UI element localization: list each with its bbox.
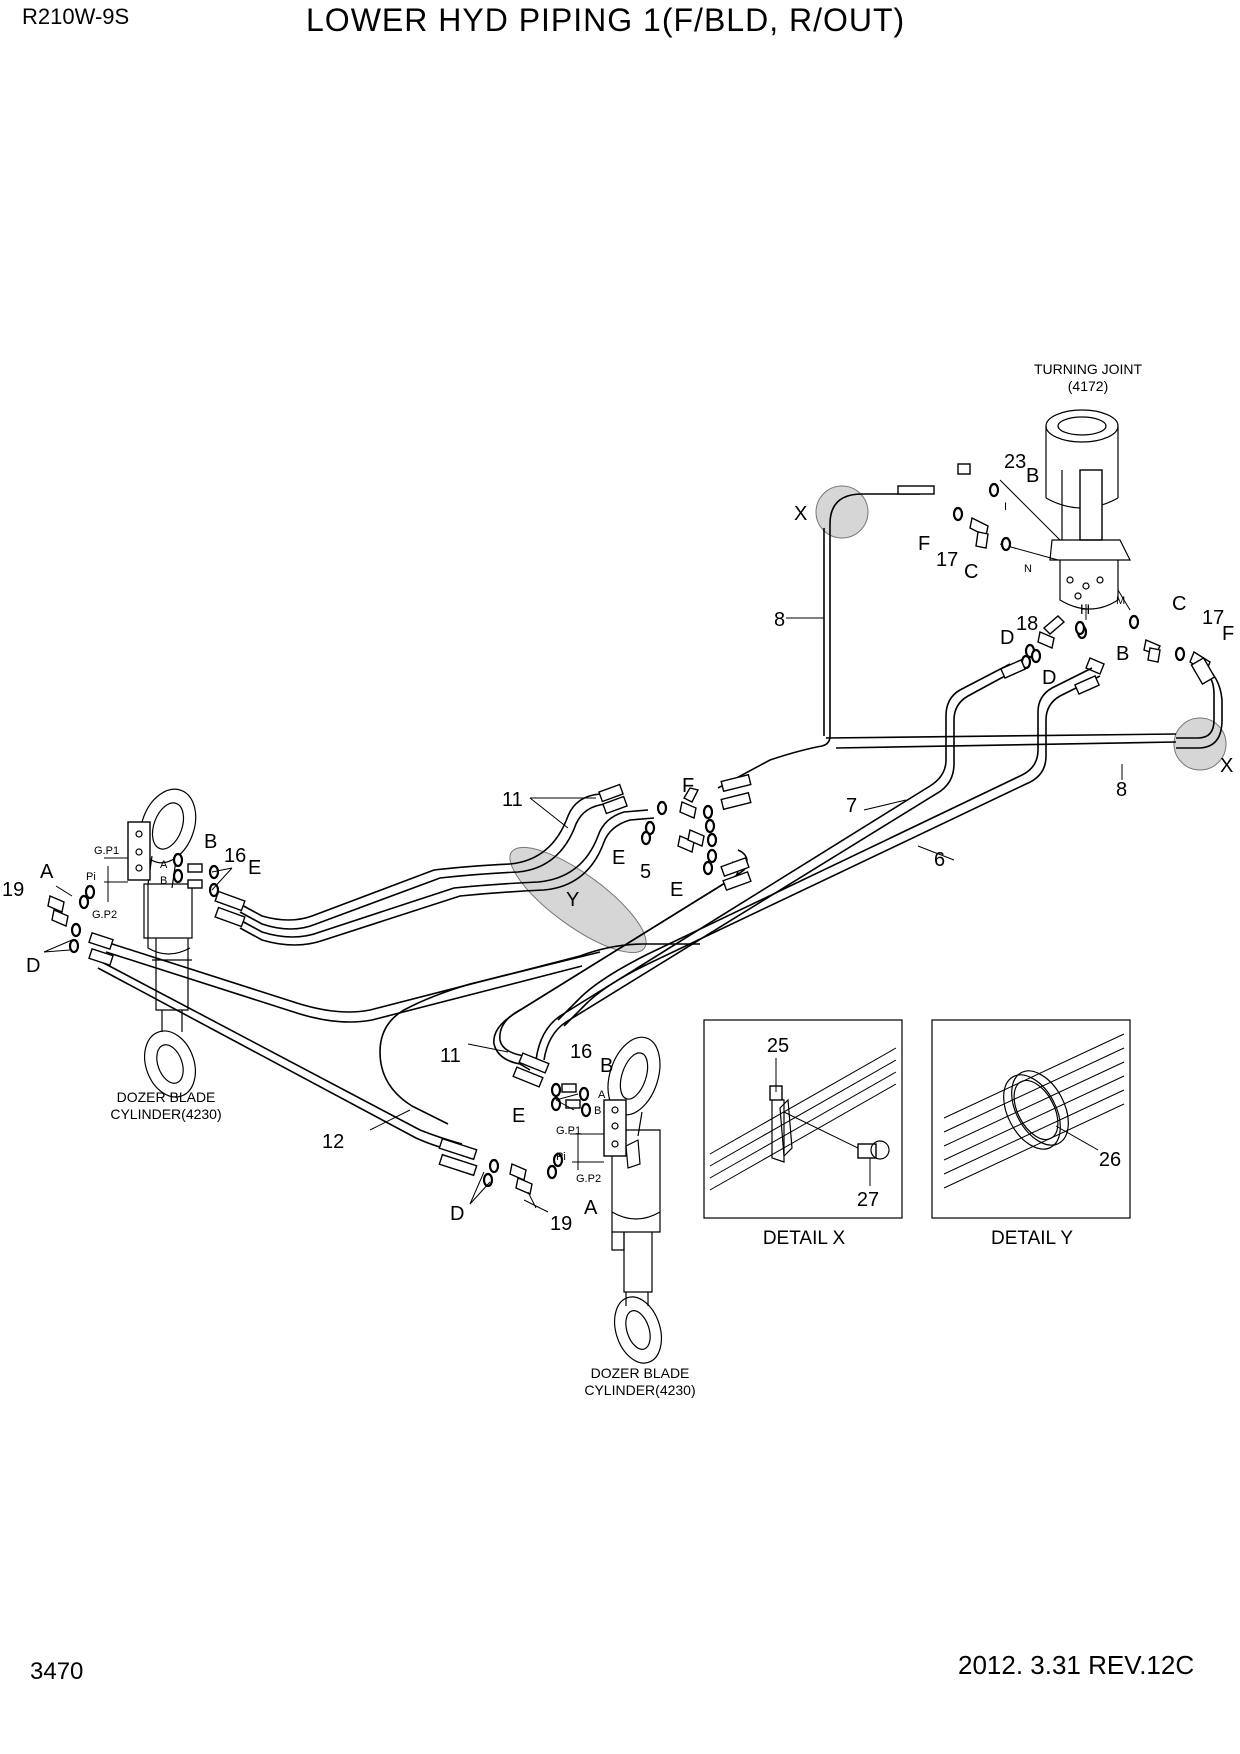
page-number: 3470: [30, 1658, 84, 1685]
detail-y-tag: Y: [566, 889, 579, 911]
port-d: D: [450, 1203, 464, 1225]
callout-18: 18: [1016, 613, 1038, 635]
port-i: I: [1004, 501, 1007, 513]
port-d: D: [1042, 667, 1056, 689]
detail-x-box: [703, 1019, 903, 1219]
callout-11: 11: [502, 789, 523, 811]
port-letters: B F C C F D D B I N H M X X Y F E E A B …: [26, 465, 1234, 1225]
detail-x-tag: X: [1220, 755, 1233, 777]
detail-x-part-25: 25: [767, 1035, 789, 1057]
detail-x-marker-right: [1173, 717, 1227, 771]
pipe-8: [717, 485, 1223, 789]
turning-joint: [999, 409, 1131, 620]
gauge-port-gp2: G.P2: [576, 1173, 601, 1185]
detail-x-label: DETAIL X: [763, 1228, 846, 1249]
port-c: C: [1172, 593, 1186, 615]
model-code: R210W-9S: [22, 4, 130, 29]
port-b: B: [1026, 465, 1039, 487]
detail-y-part-26: 26: [1099, 1149, 1121, 1171]
turning-joint-code: (4172): [1068, 378, 1108, 394]
callout-19: 19: [2, 879, 24, 901]
port-e: E: [512, 1105, 525, 1127]
pilot-port: Pi: [86, 871, 96, 883]
dozer-cylinder-left: [47, 788, 220, 1098]
callout-16: 16: [224, 845, 246, 867]
port-f: F: [682, 775, 694, 797]
right-cylinder-code: CYLINDER(4230): [584, 1382, 695, 1398]
callout-17: 17: [1202, 607, 1224, 629]
gauge-port-gp2: G.P2: [92, 909, 117, 921]
left-cylinder-name: DOZER BLADE: [117, 1089, 216, 1105]
port-f: F: [1222, 623, 1234, 645]
page-title: LOWER HYD PIPING 1(F/BLD, R/OUT): [306, 2, 906, 38]
detail-x-part-27: 27: [857, 1189, 879, 1211]
cylinder-port-a: A: [160, 859, 168, 871]
leader-lines: [43, 617, 1123, 1213]
turning-joint-name: TURNING JOINT: [1034, 361, 1143, 377]
callout-11: 11: [440, 1045, 461, 1067]
callout-17: 17: [936, 549, 958, 571]
callout-6: 6: [934, 849, 945, 871]
port-c: C: [964, 561, 978, 583]
revision-date: 2012. 3.31 REV.12C: [958, 1650, 1195, 1680]
part-callouts: 23 17 17 18 8 8 7 6 11 11 5 16 16 19 19 …: [2, 451, 1224, 1235]
port-b: B: [1116, 643, 1129, 665]
port-b: B: [204, 831, 217, 853]
port-b: B: [600, 1055, 613, 1077]
cylinder-port-a: A: [598, 1089, 606, 1101]
pipe-6: [557, 667, 1101, 1027]
port-d: D: [1000, 627, 1014, 649]
pipe-11-upper: [239, 793, 655, 946]
left-cylinder-code: CYLINDER(4230): [110, 1106, 221, 1122]
detail-x-marker-upper: [815, 485, 869, 539]
port-e: E: [248, 857, 261, 879]
port-e: E: [612, 847, 625, 869]
detail-y-box: [931, 1019, 1131, 1219]
port-d: D: [26, 955, 40, 977]
hose-fittings: [88, 657, 1216, 1177]
port-m: M: [1116, 595, 1125, 607]
port-h: H: [1080, 601, 1090, 617]
right-cylinder-name: DOZER BLADE: [591, 1365, 690, 1381]
cylinder-port-b: B: [160, 875, 167, 887]
callout-16: 16: [570, 1041, 592, 1063]
callout-5: 5: [640, 861, 651, 883]
port-e: E: [670, 879, 683, 901]
port-a: A: [584, 1197, 598, 1219]
component-labels: TURNING JOINT (4172) DOZER BLADE CYLINDE…: [110, 361, 1142, 1398]
detail-y-marker: [509, 846, 647, 954]
port-f: F: [918, 533, 930, 555]
cylinder-port-b: B: [594, 1105, 601, 1117]
detail-x-tag: X: [794, 503, 807, 525]
callout-12: 12: [322, 1131, 344, 1153]
pilot-port: Pi: [556, 1151, 566, 1163]
callout-19: 19: [550, 1213, 572, 1235]
callout-8: 8: [1116, 779, 1127, 801]
middle-adapters: [640, 787, 718, 876]
gauge-port-gp1: G.P1: [556, 1125, 581, 1137]
detail-y-label: DETAIL Y: [991, 1228, 1073, 1249]
callout-23: 23: [1004, 451, 1026, 473]
port-n: N: [1024, 563, 1032, 575]
callout-8: 8: [774, 609, 785, 631]
gauge-port-gp1: G.P1: [94, 845, 119, 857]
callout-7: 7: [846, 795, 857, 817]
pipe-7: [535, 663, 1017, 1062]
dozer-cylinder-right: [482, 1036, 663, 1364]
port-a: A: [40, 861, 54, 883]
